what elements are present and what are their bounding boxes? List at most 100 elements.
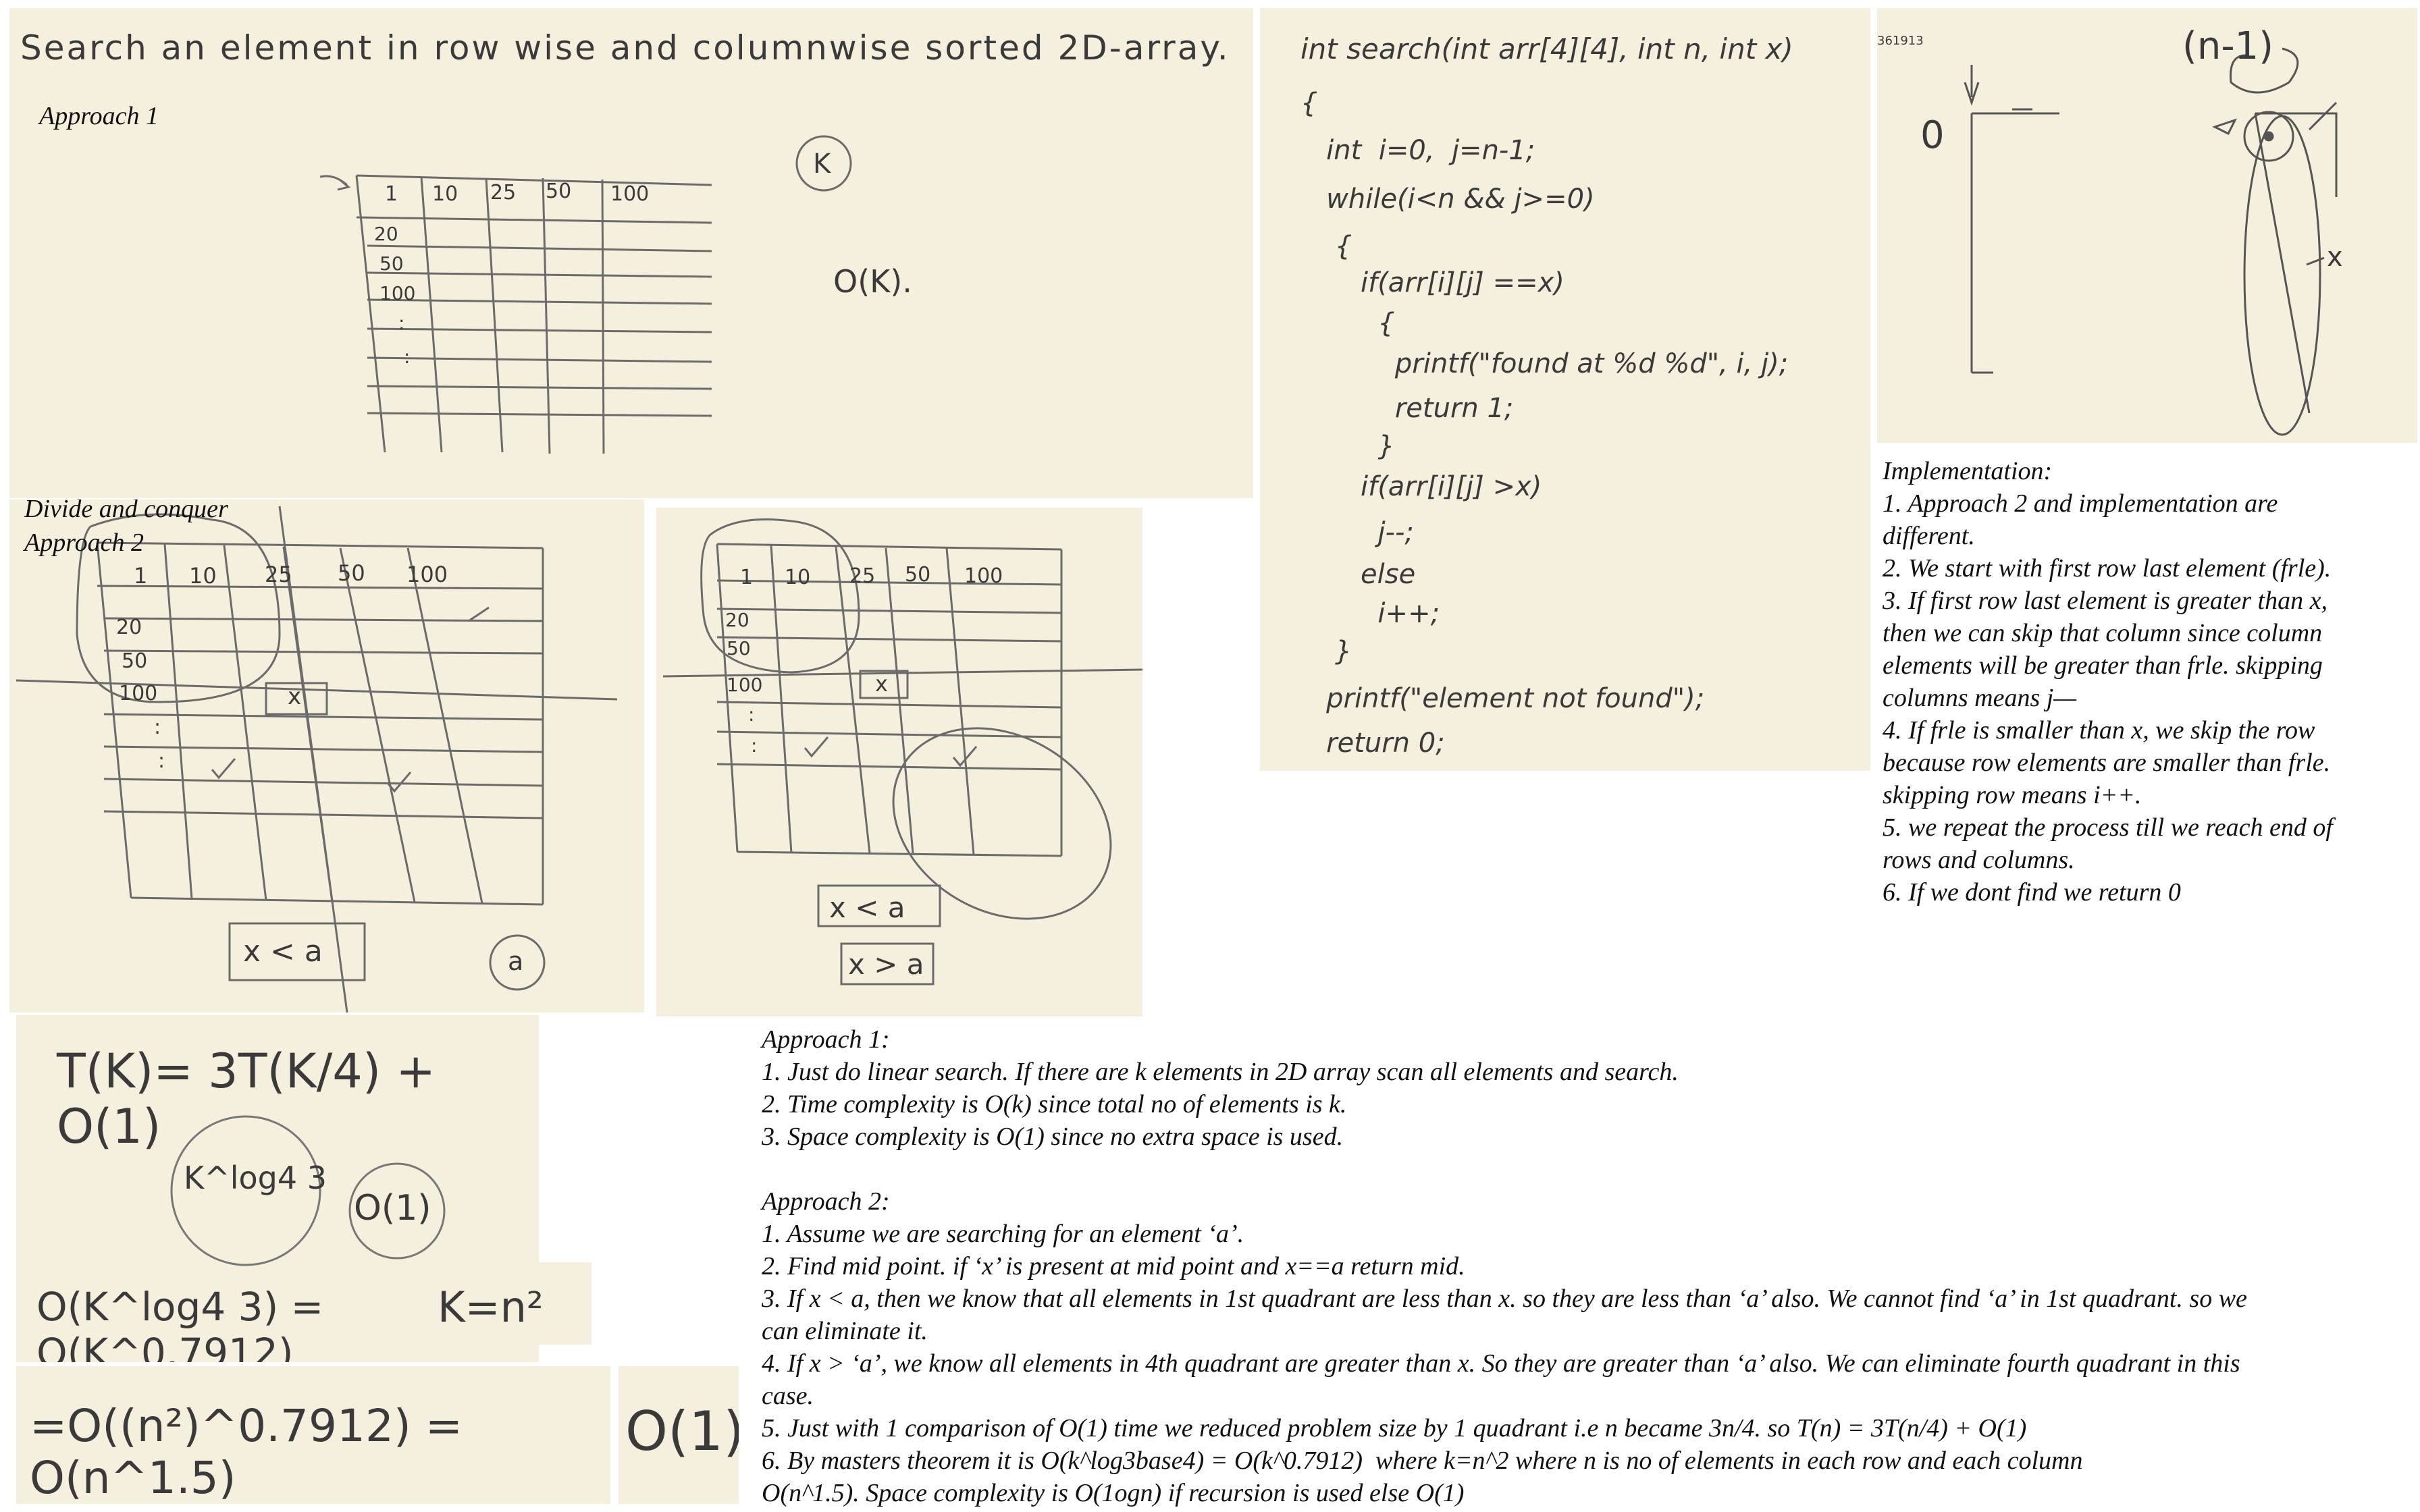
code-line-12: j--; bbox=[1300, 517, 1414, 548]
code-line-9: return 1; bbox=[1300, 393, 1514, 424]
impl-line: 3. If first row last element is greater … bbox=[1883, 587, 2327, 615]
whiteboard-approach2-b: 1 10 25 50 100 20 50 100 : : x x < a x >… bbox=[656, 508, 1142, 1017]
note-line: O(n^1.5). Space complexity is O(1ogn) if… bbox=[762, 1479, 1465, 1507]
whiteboard-final: =O((n²)^0.7912) = O(n^1.5) bbox=[16, 1366, 610, 1504]
approach1-label: Approach 1 bbox=[39, 102, 159, 130]
grid-col-1: 20 bbox=[374, 223, 398, 245]
math-log: K^log4 3 bbox=[184, 1160, 327, 1196]
grid-b-header-3: 25 bbox=[849, 564, 876, 588]
math-circles bbox=[170, 1115, 446, 1266]
grid-b-col-4: : bbox=[748, 703, 755, 726]
code-line-7: { bbox=[1300, 308, 1395, 339]
code-line-5: { bbox=[1300, 231, 1352, 262]
grid-b-x: x bbox=[875, 671, 888, 697]
grid-header-5: 100 bbox=[610, 182, 650, 206]
code-line-1: int search(int arr[4][4], int n, int x) bbox=[1300, 32, 1793, 65]
impl-line: elements will be greater than frle. skip… bbox=[1883, 651, 2323, 680]
sketch-zero: 0 bbox=[1920, 113, 1945, 157]
note-line: 5. Just with 1 comparison of O(1) time w… bbox=[762, 1414, 2027, 1442]
whiteboard-sketch: 361913 0 (n-1) x bbox=[1877, 8, 2417, 443]
grid-a-a: a bbox=[508, 946, 524, 976]
sketch-n1: (n-1) bbox=[2182, 24, 2274, 68]
grid-b-col-1: 20 bbox=[725, 609, 749, 631]
grid-a-col-4: : bbox=[154, 716, 161, 739]
grid-col-5: : bbox=[404, 346, 411, 368]
whiteboard-code: int search(int arr[4][4], int n, int x) … bbox=[1260, 8, 1870, 771]
grid-a-header-4: 50 bbox=[338, 560, 365, 586]
math-o1: O(1) bbox=[354, 1188, 431, 1228]
grid-b-header-5: 100 bbox=[964, 564, 1003, 588]
note-line: 2. Time complexity is O(k) since total n… bbox=[762, 1090, 1347, 1118]
sketch-drawing bbox=[1964, 47, 2338, 436]
grid-a-col-2: 50 bbox=[122, 649, 148, 673]
grid-a-x: x bbox=[288, 683, 302, 710]
note-line: 1. Just do linear search. If there are k… bbox=[762, 1058, 1679, 1086]
grid-a-header-3: 25 bbox=[265, 562, 292, 587]
grid-header-3: 25 bbox=[490, 181, 517, 205]
note-line: 3. If x < a, then we know that all eleme… bbox=[762, 1285, 2247, 1313]
code-line-3: int i=0, j=n-1; bbox=[1300, 135, 1535, 166]
whiteboard-approach1: Search an element in row wise and column… bbox=[9, 8, 1253, 498]
whiteboard-approach2-a: Divide and conquer Approach 2 1 10 25 50… bbox=[9, 500, 644, 1013]
grid-header-4: 50 bbox=[546, 180, 572, 203]
grid-a-col-3: 100 bbox=[119, 682, 158, 705]
code-line-2: { bbox=[1300, 88, 1318, 119]
grid-a-col-5: : bbox=[158, 749, 165, 773]
approach2-grid-a bbox=[16, 506, 618, 1013]
grid-b-cond2: x > a bbox=[848, 948, 924, 981]
impl-line: skipping row means i++. bbox=[1883, 781, 2142, 809]
grid-a-col-1: 20 bbox=[116, 616, 142, 639]
code-line-14: i++; bbox=[1300, 598, 1440, 629]
code-line-11: if(arr[i][j] >x) bbox=[1300, 471, 1542, 502]
impl-line: columns means j— bbox=[1883, 684, 2077, 712]
code-line-16: printf("element not found"); bbox=[1300, 683, 1705, 714]
note-line: 1. Assume we are searching for an elemen… bbox=[762, 1220, 1244, 1248]
grid-header-2: 10 bbox=[432, 182, 458, 206]
math-complexity: O(K^log4 3) = O(K^0.7912) bbox=[36, 1284, 324, 1362]
code-line-13: else bbox=[1300, 559, 1416, 590]
code-line-10: } bbox=[1300, 431, 1395, 462]
approach2-grid-b bbox=[662, 518, 1142, 986]
grid-a-header-1: 1 bbox=[134, 563, 148, 589]
approach2-label-1: Divide and conquer bbox=[24, 500, 228, 523]
impl-line: 6. If we dont find we return 0 bbox=[1883, 878, 2181, 907]
grid-header-1: 1 bbox=[385, 182, 398, 206]
impl-line: because row elements are smaller than fr… bbox=[1883, 749, 2331, 777]
grid-col-2: 50 bbox=[379, 252, 404, 275]
code-line-15: } bbox=[1300, 636, 1352, 667]
math-o1b: O(1) bbox=[625, 1400, 739, 1463]
note-line: can eliminate it. bbox=[762, 1317, 928, 1345]
approach2-label-2: Approach 2 bbox=[24, 529, 144, 557]
note-line: 4. If x > ‘a’, we know all elements in 4… bbox=[762, 1349, 2240, 1378]
grid-a-cond: x < a bbox=[243, 934, 323, 969]
impl-line: rows and columns. bbox=[1883, 846, 2075, 874]
whiteboard-o1b: O(1) bbox=[619, 1366, 739, 1504]
note-line: Approach 2: bbox=[762, 1187, 890, 1216]
implementation-notes: Implementation: 1. Approach 2 and implem… bbox=[1883, 455, 2416, 909]
k-label: K bbox=[813, 148, 831, 180]
note-line: 6. By masters theorem it is O(k^log3base… bbox=[762, 1447, 2083, 1475]
note-line: case. bbox=[762, 1382, 814, 1410]
note-line: Approach 1: bbox=[762, 1025, 890, 1054]
ok-label: O(K). bbox=[833, 263, 912, 300]
approach1-grid bbox=[319, 135, 852, 454]
grid-b-header-4: 50 bbox=[905, 563, 931, 587]
grid-b-cond1: x < a bbox=[829, 891, 905, 924]
impl-line: 2. We start with first row last element … bbox=[1883, 554, 2332, 583]
note-line bbox=[762, 1153, 2409, 1185]
code-line-8: printf("found at %d %d", i, j); bbox=[1300, 348, 1789, 379]
impl-line: different. bbox=[1883, 522, 1975, 550]
approach-notes: Approach 1: 1. Just do linear search. If… bbox=[762, 1023, 2409, 1509]
impl-line: Implementation: bbox=[1883, 457, 2053, 485]
code-line-17: return 0; bbox=[1300, 728, 1445, 759]
impl-line: then we can skip that column since colum… bbox=[1883, 619, 2323, 647]
sketch-corner-text: 361913 bbox=[1877, 34, 1924, 48]
grid-b-header-1: 1 bbox=[740, 566, 754, 589]
whiteboard-k-eq: K=n² bbox=[417, 1262, 591, 1345]
note-line: 3. Space complexity is O(1) since no ext… bbox=[762, 1123, 1344, 1151]
grid-col-3: 100 bbox=[379, 282, 416, 304]
code-line-6: if(arr[i][j] ==x) bbox=[1300, 267, 1564, 298]
math-recurrence: T(K)= 3T(K/4) + O(1) bbox=[57, 1044, 436, 1154]
whiteboard-title: Search an element in row wise and column… bbox=[20, 28, 1230, 68]
grid-b-col-5: : bbox=[751, 734, 758, 757]
